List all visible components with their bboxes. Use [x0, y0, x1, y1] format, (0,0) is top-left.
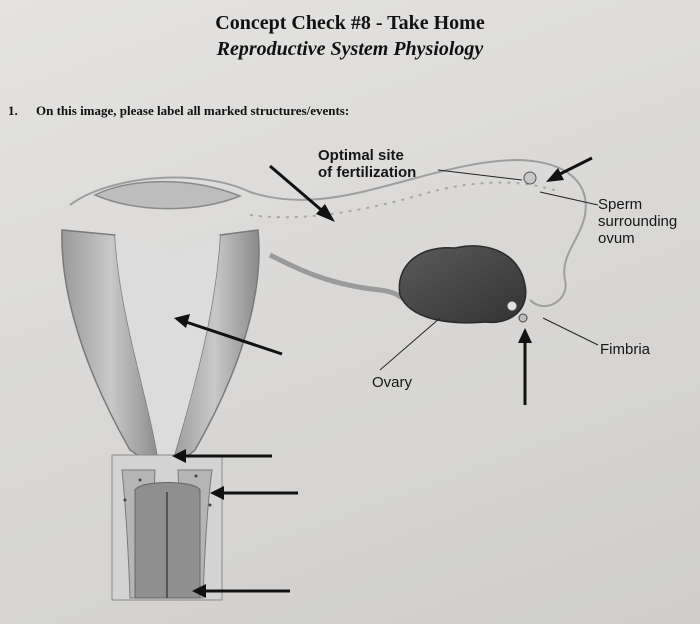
page-title: Concept Check #8 - Take Home [215, 12, 485, 34]
leader-fertilization [437, 169, 523, 181]
leader-fimbria [542, 317, 599, 346]
uterus [61, 158, 587, 473]
cervix-vagina [111, 454, 223, 601]
label-fertilization-site: Optimal site of fertilization [318, 147, 417, 181]
arrow-to-cervical-os [172, 449, 272, 463]
arrow-to-cervix [210, 486, 298, 500]
leader-sperm [539, 191, 599, 206]
arrow-to-uterine-wall [174, 314, 283, 356]
question-text: On this image, please label all marked s… [36, 103, 350, 118]
label-ovary: Ovary [372, 374, 413, 391]
arrow-to-ovulation [518, 328, 532, 405]
ovary [398, 171, 537, 324]
arrow-to-fertilization-site [269, 164, 335, 222]
arrow-to-ovum [546, 156, 593, 182]
leader-ovary [379, 317, 441, 371]
label-sperm-surrounding-ovum: Sperm surrounding ovum [598, 196, 678, 247]
question-1: 1. On this image, please label all marked… [8, 103, 349, 119]
question-number: 1. [8, 103, 18, 118]
page-subtitle: Reproductive System Physiology [216, 38, 484, 60]
arrow-to-vagina [192, 584, 290, 598]
label-fimbria: Fimbria [600, 341, 651, 358]
